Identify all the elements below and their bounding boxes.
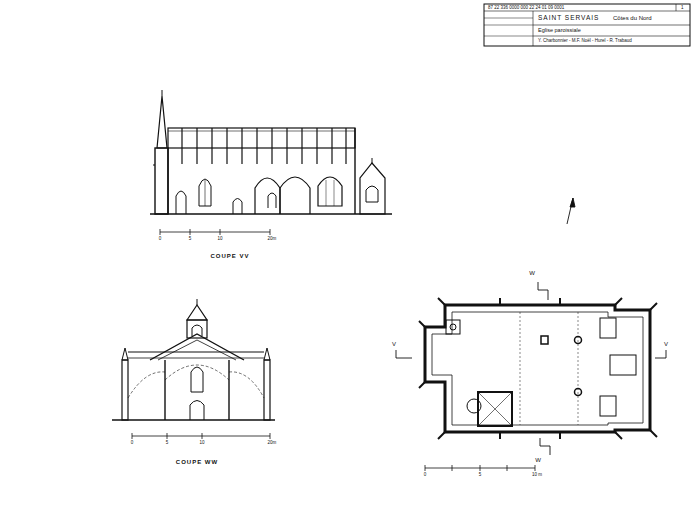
scale-number: 0 [158, 237, 163, 242]
section-marker: V [391, 341, 397, 347]
department-name: Côtes du Nord [612, 15, 653, 21]
scale-number: 10 m [531, 473, 543, 478]
scale-number: 0 [130, 441, 135, 446]
scale-bar-plan [425, 465, 535, 471]
scale-number: 20m [267, 441, 278, 446]
section-marker: W [528, 270, 536, 276]
scale-number: 10 [198, 441, 205, 446]
authors: Y. Charbonnier - M.F. Noël - Hurel - R. … [537, 39, 633, 44]
scale-number: 5 [165, 441, 170, 446]
title-block [484, 4, 690, 46]
north-arrow [567, 198, 575, 224]
reference-code: 87 22 336 0000 000 22 24 01 09 0001 [487, 6, 565, 11]
scale-number: 10 [216, 237, 223, 242]
section-title: COUPE VV [209, 253, 250, 259]
section-title: COUPE WW [175, 459, 219, 465]
section-marker: V [663, 341, 669, 347]
building-name: Eglise paroissiale [537, 28, 582, 34]
section-markers [396, 282, 666, 455]
scale-number: 20m [267, 237, 278, 242]
scale-number: 5 [478, 473, 483, 478]
scale-number: 5 [188, 237, 193, 242]
cross-section [112, 299, 275, 420]
scale-number: 0 [423, 473, 428, 478]
sheet-number: 1 [680, 6, 685, 11]
scale-bar-vv [160, 229, 270, 235]
drawing-title: SAINT SERVAIS [537, 15, 600, 22]
scale-bar-ww [132, 433, 270, 439]
section-marker: W [534, 457, 542, 463]
longitudinal-section [150, 90, 392, 214]
floor-plan [419, 298, 657, 439]
